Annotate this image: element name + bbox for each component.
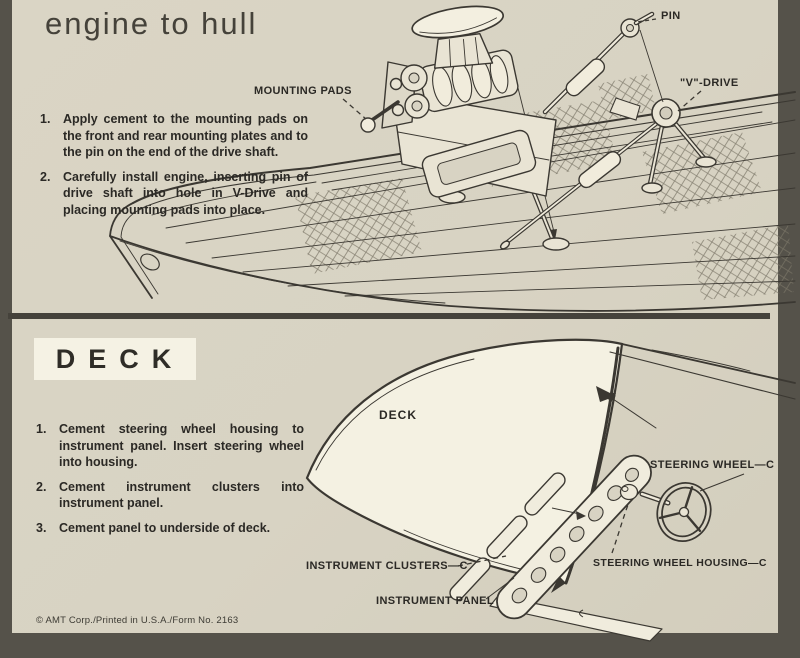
step-text: Cement instrument clusters into instrume… [59,479,304,511]
leader-lines-top [342,18,702,120]
engine-illustration [360,5,655,251]
mounting-pad [360,117,376,133]
step-2: 2. Cement instrument clusters into instr… [36,479,304,512]
steering-shaft-illustration [489,595,663,642]
steering-wheel-housing-label: STEERING WHEEL HOUSING—C [593,557,767,569]
deck-instructions: 1. Cement steering wheel housing to inst… [36,421,304,536]
step-1: 1. Apply cement to the mounting pads on … [40,111,308,161]
instrument-panel-label: INSTRUMENT PANEL [376,595,495,607]
copyright-footer: © AMT Corp./Printed in U.S.A./Form No. 2… [36,615,239,626]
instrument-panel-illustration [496,454,652,620]
step-number: 3. [36,520,47,535]
steering-wheel-label: STEERING WHEEL—C [650,459,775,471]
deck-label: DECK [379,408,418,422]
step-number: 2. [40,169,51,184]
step-3: 3. Cement panel to underside of deck. [36,520,304,537]
step-number: 2. [36,479,47,494]
step-number: 1. [40,112,51,126]
deck-title-box: DECK [34,338,196,380]
air-scoop [411,5,505,69]
instrument-clusters-illustration [449,472,586,601]
mounting-pads-label: MOUNTING PADS [254,85,352,97]
step-2: 2. Carefully install engine, inserting p… [40,169,308,219]
step-text: Cement steering wheel housing to instrum… [59,422,304,469]
engine-to-hull-title: engine to hull [45,6,258,41]
steering-wheel-illustration [619,482,712,542]
v-drive-illustration [499,97,717,250]
pin-label: PIN [661,10,681,22]
deck-title: DECK [55,343,185,374]
engine-instructions: 1. Apply cement to the mounting pads on … [40,111,308,218]
instrument-clusters-label: INSTRUMENT CLUSTERS—C [306,560,468,572]
step-text: Carefully install engine, inserting pin … [63,169,308,217]
step-text: Cement panel to underside of deck. [59,520,271,535]
step-number: 1. [36,422,47,436]
leader-lines-bottom [457,473,745,600]
step-1: 1. Cement steering wheel housing to inst… [36,421,304,471]
section-divider [8,313,770,319]
v-drive-label: "V"-DRIVE [680,77,739,89]
step-text: Apply cement to the mounting pads on the… [63,112,308,159]
steering-wheel-housing-part [619,483,639,501]
